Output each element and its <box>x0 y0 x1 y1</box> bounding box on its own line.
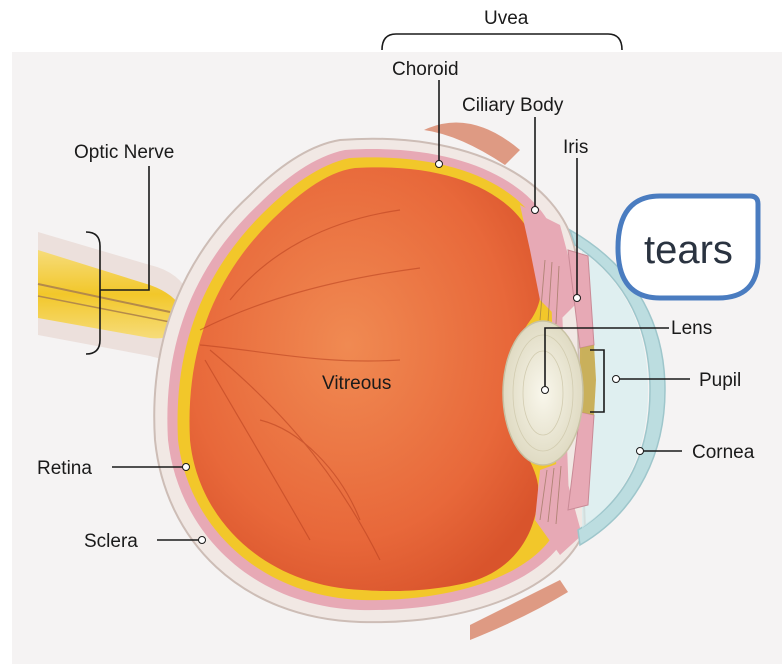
pupil-label: Pupil <box>699 370 741 391</box>
vitreous-label: Vitreous <box>322 373 391 394</box>
optic-nerve-label: Optic Nerve <box>74 142 174 163</box>
uvea-bracket <box>382 34 622 50</box>
ciliary-body-label: Ciliary Body <box>462 95 564 116</box>
lens-dot <box>542 387 549 394</box>
sclera-label: Sclera <box>84 531 138 552</box>
choroid-dot <box>436 161 443 168</box>
ciliary-body-dot <box>532 207 539 214</box>
retina-dot <box>183 464 190 471</box>
retina-label: Retina <box>37 458 92 479</box>
pupil-dot <box>613 376 620 383</box>
cornea-dot <box>637 448 644 455</box>
sclera-dot <box>199 537 206 544</box>
lens-label: Lens <box>671 318 712 339</box>
iris-dot <box>574 295 581 302</box>
uvea-label: Uvea <box>484 8 529 29</box>
choroid-label: Choroid <box>392 59 459 80</box>
tears-label: tears <box>644 228 733 272</box>
cornea-label: Cornea <box>692 442 755 463</box>
iris-label: Iris <box>563 137 588 158</box>
